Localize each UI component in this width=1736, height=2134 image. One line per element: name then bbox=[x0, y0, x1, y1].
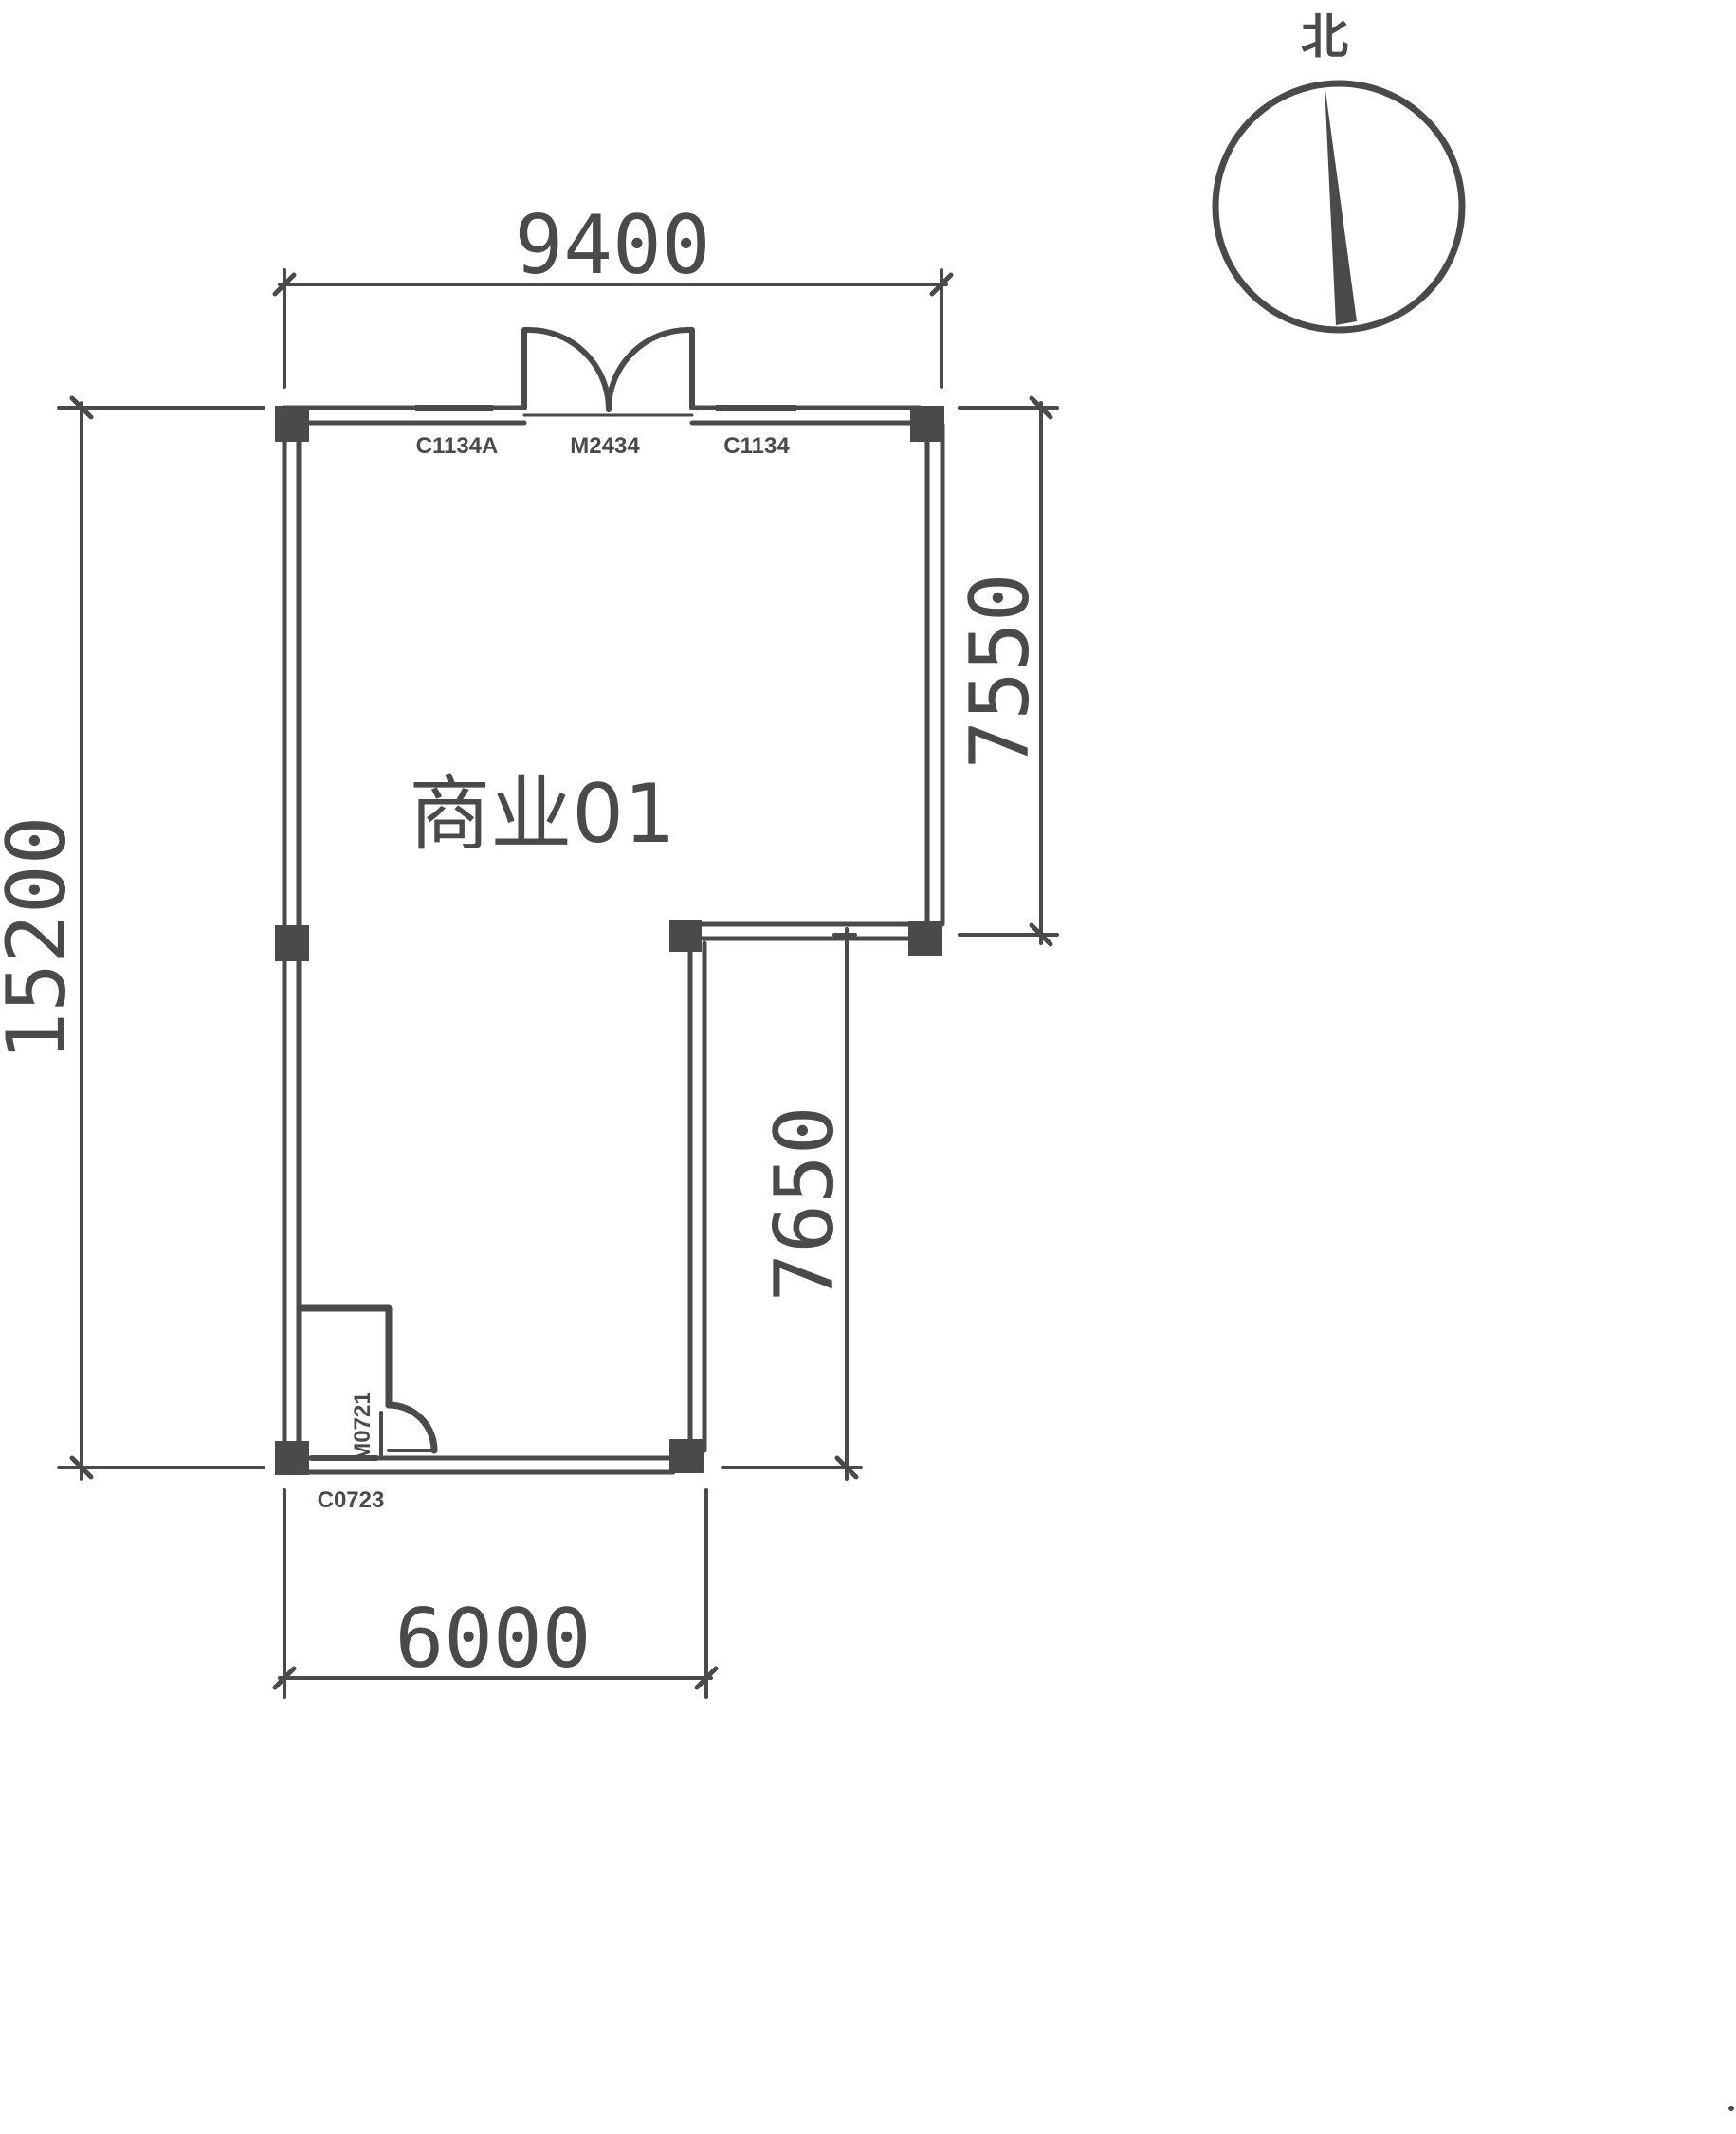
column bbox=[910, 406, 944, 442]
window-tag-bottom: C0723 bbox=[318, 1487, 385, 1513]
window-tag-top-right: C1134 bbox=[723, 433, 790, 459]
walls bbox=[282, 405, 945, 1475]
door-tag-bottom: M0721 bbox=[350, 1392, 375, 1461]
window-mark bbox=[415, 405, 493, 411]
column bbox=[908, 921, 942, 956]
room-label: 商业01 bbox=[409, 767, 675, 862]
dimension-right-upper: 7550 bbox=[953, 573, 1048, 769]
column bbox=[275, 1441, 309, 1475]
column bbox=[669, 1439, 704, 1473]
dimension-total-height: 15200 bbox=[0, 816, 84, 1062]
small-room bbox=[298, 1304, 438, 1456]
column bbox=[275, 406, 309, 442]
north-label: 北 bbox=[1301, 9, 1348, 64]
north-arrow-needle bbox=[1325, 83, 1357, 325]
dimension-top-width: 9400 bbox=[514, 198, 710, 293]
dimension-right-lower: 7650 bbox=[758, 1105, 852, 1302]
stray-dot bbox=[1728, 2106, 1734, 2111]
windows bbox=[311, 405, 796, 1461]
window-mark bbox=[311, 1455, 377, 1461]
column bbox=[669, 920, 702, 952]
window-tag-top-left: C1134A bbox=[416, 433, 499, 459]
dimension-bottom-width: 6000 bbox=[394, 1592, 591, 1687]
columns bbox=[275, 406, 944, 1475]
north-arrow-circle bbox=[1212, 80, 1466, 334]
door-tag-top: M2434 bbox=[570, 433, 640, 459]
entrance-door bbox=[521, 327, 695, 417]
north-arrow: 北 bbox=[1212, 9, 1466, 334]
dimension-lines bbox=[57, 268, 1059, 1699]
column bbox=[275, 925, 309, 961]
window-mark bbox=[716, 405, 796, 411]
